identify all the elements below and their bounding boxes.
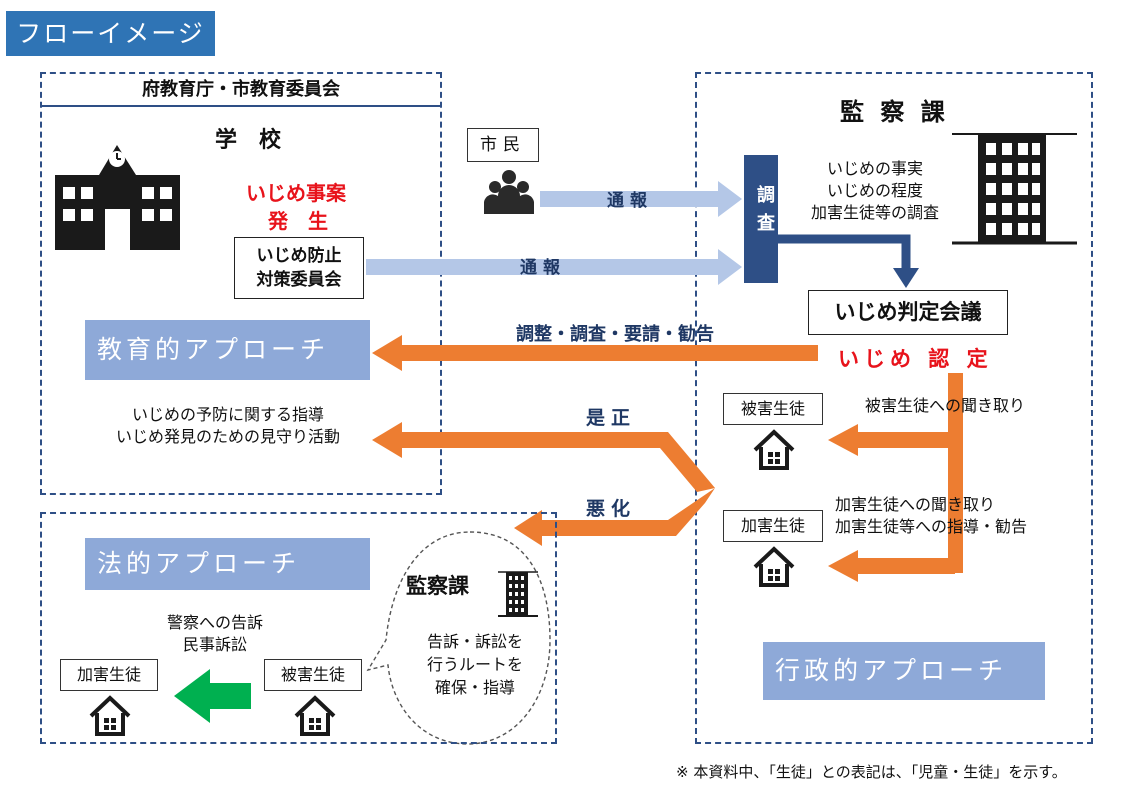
legal-actions-text: 警察への告訴 民事訴訟: [150, 612, 280, 656]
perpetrator-branch-arrow: [828, 550, 955, 582]
edu-guidance-text: いじめの予防に関する指導 いじめ発見のための見守り活動: [78, 404, 378, 448]
legal-green-arrow: [174, 669, 251, 723]
victim-label-right: 被害生徒: [723, 393, 823, 425]
investigation-bar: [744, 155, 778, 283]
educational-approach-banner: 教育的アプローチ: [85, 320, 370, 380]
bubble-building-icon: [498, 570, 538, 622]
administrative-approach-banner: 行政的アプローチ: [763, 642, 1045, 700]
bullying-recognized: いじめ 認 定: [838, 347, 993, 371]
perpetrator-home-icon-legal: [88, 694, 132, 740]
flow-title: フローイメージ: [6, 11, 215, 56]
citizens-group-icon: [484, 168, 534, 218]
perpetrator-actions-text: 加害生徒への聞き取り 加害生徒等への指導・勧告: [835, 494, 1027, 538]
orange-vertical-trunk: [948, 373, 963, 573]
worsening-arrow: [514, 488, 715, 546]
edu-guidance-line-1: いじめの予防に関する指導: [131, 405, 324, 424]
investigation-item-2: いじめの程度: [826, 181, 923, 200]
school-building-icon: [55, 135, 180, 254]
bubble-title: 監察課: [406, 574, 469, 598]
perpetrator-action-2: 加害生徒等への指導・勧告: [835, 517, 1028, 536]
investigation-tab: 調査: [754, 185, 775, 241]
bubble-text-line-2: 行うルートを: [426, 655, 523, 674]
inspection-title: 監 察 課: [840, 98, 949, 126]
investigation-items: いじめの事実 いじめの程度 加害生徒等の調査: [790, 158, 960, 224]
report-arrow-committee: [366, 249, 742, 285]
legal-panel: [40, 512, 557, 744]
inspection-speech-bubble: [366, 531, 551, 745]
bubble-text: 告訴・訴訟を 行うルートを 確保・指導: [410, 630, 540, 699]
committee-line-1: いじめ防止: [256, 246, 342, 266]
legal-action-2: 民事訴訟: [182, 635, 247, 654]
legal-action-1: 警察への告訴: [166, 613, 263, 632]
school-title: 学 校: [214, 128, 281, 153]
perpetrator-action-1: 加害生徒への聞き取り: [835, 495, 996, 514]
org-title-bar: 府教育庁・市教育委員会: [42, 74, 440, 107]
victim-branch-arrow: [828, 424, 955, 456]
perpetrator-label-legal: 加害生徒: [60, 659, 158, 691]
coordinate-arrow: [372, 335, 818, 371]
report-arrow-citizen: [540, 181, 742, 217]
correction-arrow: [372, 422, 715, 492]
report-label-1: 通報: [607, 191, 653, 211]
navy-connector-arrow: [778, 234, 911, 272]
bubble-text-line-1: 告訴・訴訟を: [426, 632, 523, 651]
investigation-item-1: いじめの事実: [826, 159, 923, 178]
investigation-item-3: 加害生徒等の調査: [810, 203, 939, 222]
victim-home-icon-legal: [293, 694, 337, 740]
incident-line-2: 発 生: [268, 209, 328, 233]
correction-label: 是正: [586, 407, 637, 429]
victim-label-legal: 被害生徒: [264, 659, 362, 691]
report-label-2: 通報: [520, 258, 566, 278]
coordinate-label: 調整・調査・要請・勧告: [516, 324, 714, 345]
bubble-text-line-3: 確保・指導: [434, 678, 515, 697]
worsening-label: 悪化: [586, 498, 637, 520]
incident-line-1: いじめ事案: [246, 181, 346, 205]
education-board-panel: [40, 72, 442, 495]
victim-hearing-text: 被害生徒への聞き取り: [865, 396, 1026, 415]
perpetrator-home-icon-right: [752, 545, 796, 591]
citizen-label: 市民: [467, 128, 539, 162]
inspection-division-panel: [695, 72, 1093, 744]
committee-line-2: 対策委員会: [256, 270, 342, 290]
prevention-committee-box: いじめ防止 対策委員会: [234, 237, 364, 299]
footnote: ※ 本資料中、「生徒」との表記は、「児童・生徒」を示す。: [676, 763, 1067, 781]
office-building-icon: [952, 131, 1077, 250]
judgment-meeting-box: いじめ判定会議: [808, 290, 1008, 335]
victim-home-icon-right: [752, 428, 796, 474]
legal-approach-banner: 法的アプローチ: [85, 538, 370, 590]
perpetrator-label-right: 加害生徒: [723, 510, 823, 542]
edu-guidance-line-2: いじめ発見のための見守り活動: [115, 427, 340, 446]
